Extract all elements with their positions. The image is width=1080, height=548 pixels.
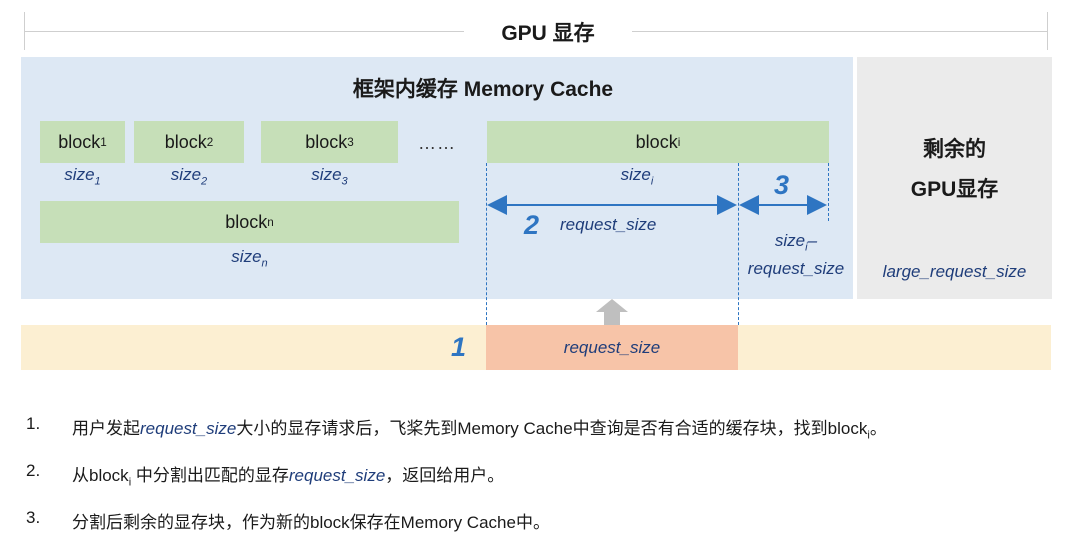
step-3-size-sub: i [805, 241, 808, 254]
size-3-sub: 3 [341, 175, 348, 188]
memory-cache-panel [21, 57, 853, 299]
size-3-text: size [311, 165, 342, 184]
note-2-number: 2. [26, 461, 41, 480]
up-arrow-icon [596, 299, 628, 325]
size-2-label: size2 [134, 165, 244, 187]
size-1-sub: 1 [94, 175, 101, 188]
step-3-dash: – [807, 231, 818, 250]
size-2-sub: 2 [201, 175, 208, 188]
header-tick-right [1047, 12, 1048, 50]
step-3-size-text: size [774, 231, 806, 250]
ellipsis: …… [418, 133, 456, 153]
guide-mid [738, 163, 739, 325]
size-3-label: size3 [261, 165, 398, 187]
note-3-text: 分割后剩余的显存块，作为新的block保存在Memory Cache中。 [72, 513, 550, 532]
note-1-italic: request_size [140, 419, 237, 438]
header-line-left [24, 31, 464, 32]
step-2-number: 2 [524, 210, 540, 240]
size-i-sub: i [650, 175, 654, 188]
block-1-sub: 1 [100, 135, 107, 149]
large-request-label: large_request_size [882, 262, 1027, 281]
block-2-sub: 2 [206, 135, 214, 149]
note-1-pre: 用户发起 [72, 419, 140, 438]
guide-left [486, 163, 487, 325]
note-1-sub: i [867, 429, 870, 442]
remaining-title-line2: GPU显存 [910, 178, 999, 201]
note-2-pre: 从block [72, 466, 129, 485]
request-size-bar: request_size [486, 325, 738, 370]
size-i-label: sizei [487, 165, 787, 187]
note-2-sub: i [128, 476, 132, 489]
block-i-sub: i [677, 135, 681, 149]
note-3-number: 3. [26, 508, 41, 527]
note-2-mid: 中分割出匹配的显存 [131, 466, 289, 485]
header-line-right [632, 31, 1047, 32]
remaining-title-line1: 剩余的 [923, 138, 986, 161]
step-2-label: request_size [560, 215, 657, 234]
note-3: 3. 分割后剩余的显存块，作为新的block保存在Memory Cache中。 [26, 508, 550, 533]
remaining-gpu-panel [857, 57, 1052, 299]
step-1-number: 1 [451, 332, 467, 362]
note-2-post: ，返回给用户。 [385, 466, 505, 485]
size-n-sub: n [261, 257, 268, 270]
size-2-text: size [170, 165, 202, 184]
request-size-bar-label: request_size [563, 337, 661, 357]
note-1-post: 大小的显存请求后，飞桨先到Memory Cache中查询是否有合适的缓存块，找到… [236, 419, 868, 438]
size-i-text: size [620, 165, 651, 184]
block-3-sub: 3 [347, 135, 354, 149]
note-1: 1. 用户发起request_size大小的显存请求后，飞桨先到Memory C… [26, 414, 887, 441]
note-2-italic: request_size [288, 466, 386, 485]
size-n-label: sizen [40, 247, 459, 269]
size-1-text: size [64, 165, 95, 184]
memory-cache-title: 框架内缓存 Memory Cache [352, 78, 614, 101]
note-2: 2. 从blocki 中分割出匹配的显存request_size，返回给用户。 [26, 461, 504, 488]
note-1-end: 。 [869, 419, 887, 438]
step-3-label: sizei– request_size [740, 230, 852, 280]
block-i-label: block [635, 131, 678, 152]
block-3-label: block [305, 131, 348, 152]
block-n-sub: n [267, 215, 274, 229]
step-3-number: 3 [774, 170, 790, 200]
block-2-label: block [164, 131, 207, 152]
gpu-memory-title: GPU 显存 [501, 22, 595, 45]
size-n-text: size [231, 247, 262, 266]
guide-right [828, 163, 829, 221]
note-1-number: 1. [26, 414, 41, 433]
block-n-label: block [225, 211, 268, 232]
size-1-label: size1 [40, 165, 125, 187]
block-1-label: block [58, 131, 101, 152]
step-3-request-text: request_size [747, 259, 845, 279]
remaining-gpu-title: 剩余的 GPU显存 [857, 130, 1052, 210]
header-tick-left [24, 12, 25, 50]
